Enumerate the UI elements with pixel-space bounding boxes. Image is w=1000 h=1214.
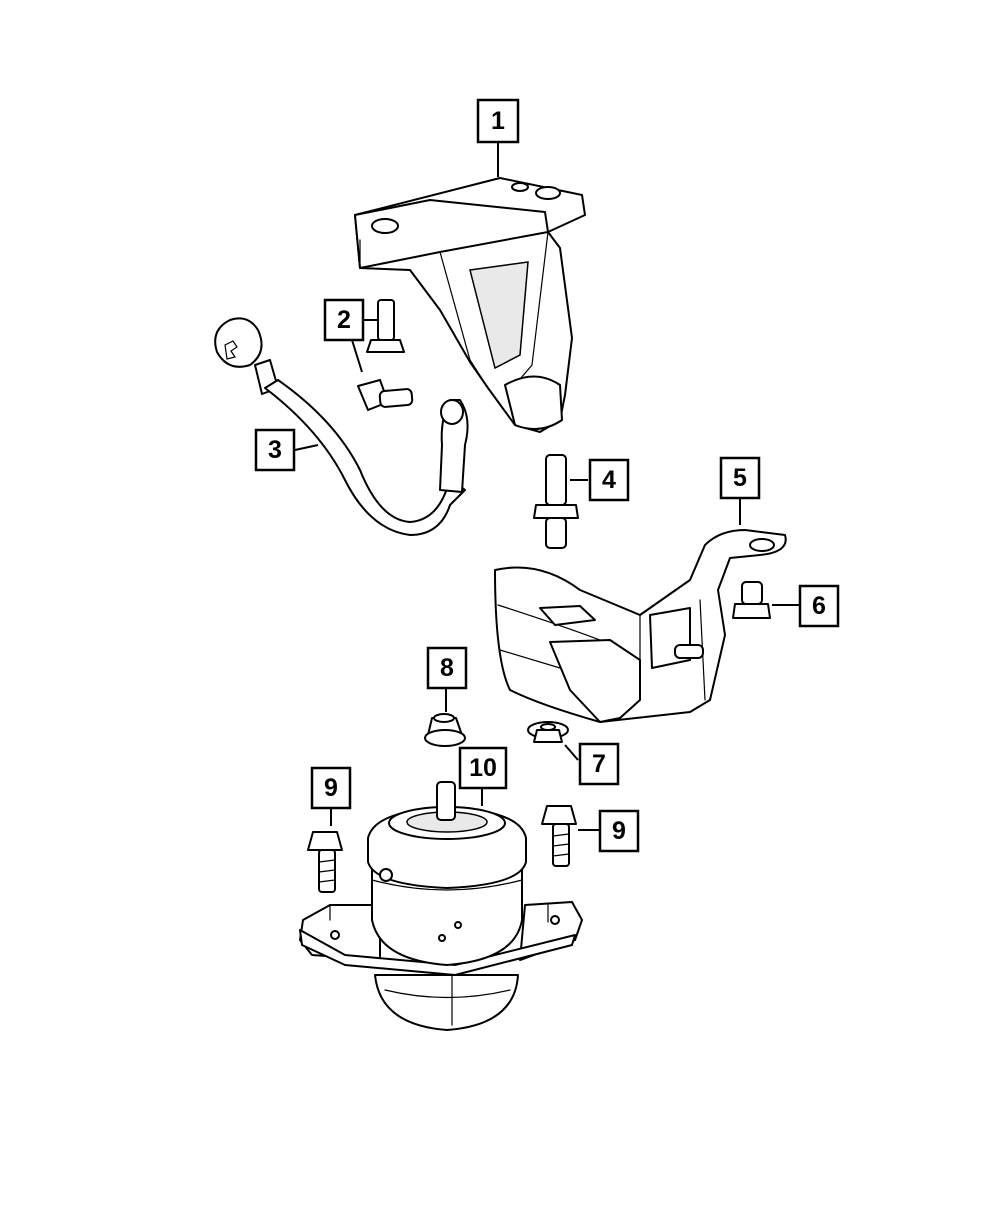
callout-4-label: 4 <box>602 466 616 494</box>
part-2-bolt-lower <box>357 379 414 411</box>
callout-5: 5 <box>719 456 761 500</box>
part-1-bracket <box>354 177 586 433</box>
callout-9-left-label: 9 <box>324 774 338 802</box>
callout-10-label: 10 <box>469 754 497 782</box>
part-9-bolt-left <box>307 831 343 893</box>
callout-9-left: 9 <box>310 766 352 810</box>
callout-9-right-label: 9 <box>612 817 626 845</box>
part-5-shield <box>494 529 787 723</box>
callout-6-label: 6 <box>812 592 826 620</box>
callout-6: 6 <box>798 584 840 628</box>
part-10-engine-mount <box>299 781 583 1031</box>
callout-7-label: 7 <box>592 750 606 778</box>
callout-1-label: 1 <box>491 107 505 135</box>
part-6-nut <box>732 581 771 619</box>
part-2-bolt-upper <box>366 299 405 353</box>
callout-7: 7 <box>578 742 620 786</box>
part-7-nut <box>527 721 569 743</box>
callout-4: 4 <box>588 458 630 502</box>
callout-9-right: 9 <box>598 809 640 853</box>
callout-3: 3 <box>254 428 296 472</box>
callout-2: 2 <box>323 298 365 342</box>
leader-lines <box>294 143 800 831</box>
callout-2-label: 2 <box>337 306 351 334</box>
callout-3-label: 3 <box>268 436 282 464</box>
part-4-stud <box>533 454 579 549</box>
callout-10: 10 <box>458 746 508 790</box>
callout-8: 8 <box>426 646 468 690</box>
part-8-nut <box>424 713 466 747</box>
callout-5-label: 5 <box>733 464 747 492</box>
part-3-ground-strap <box>214 317 469 536</box>
callout-8-label: 8 <box>440 654 454 682</box>
part-9-bolt-right <box>541 805 577 867</box>
callout-1: 1 <box>476 98 520 144</box>
